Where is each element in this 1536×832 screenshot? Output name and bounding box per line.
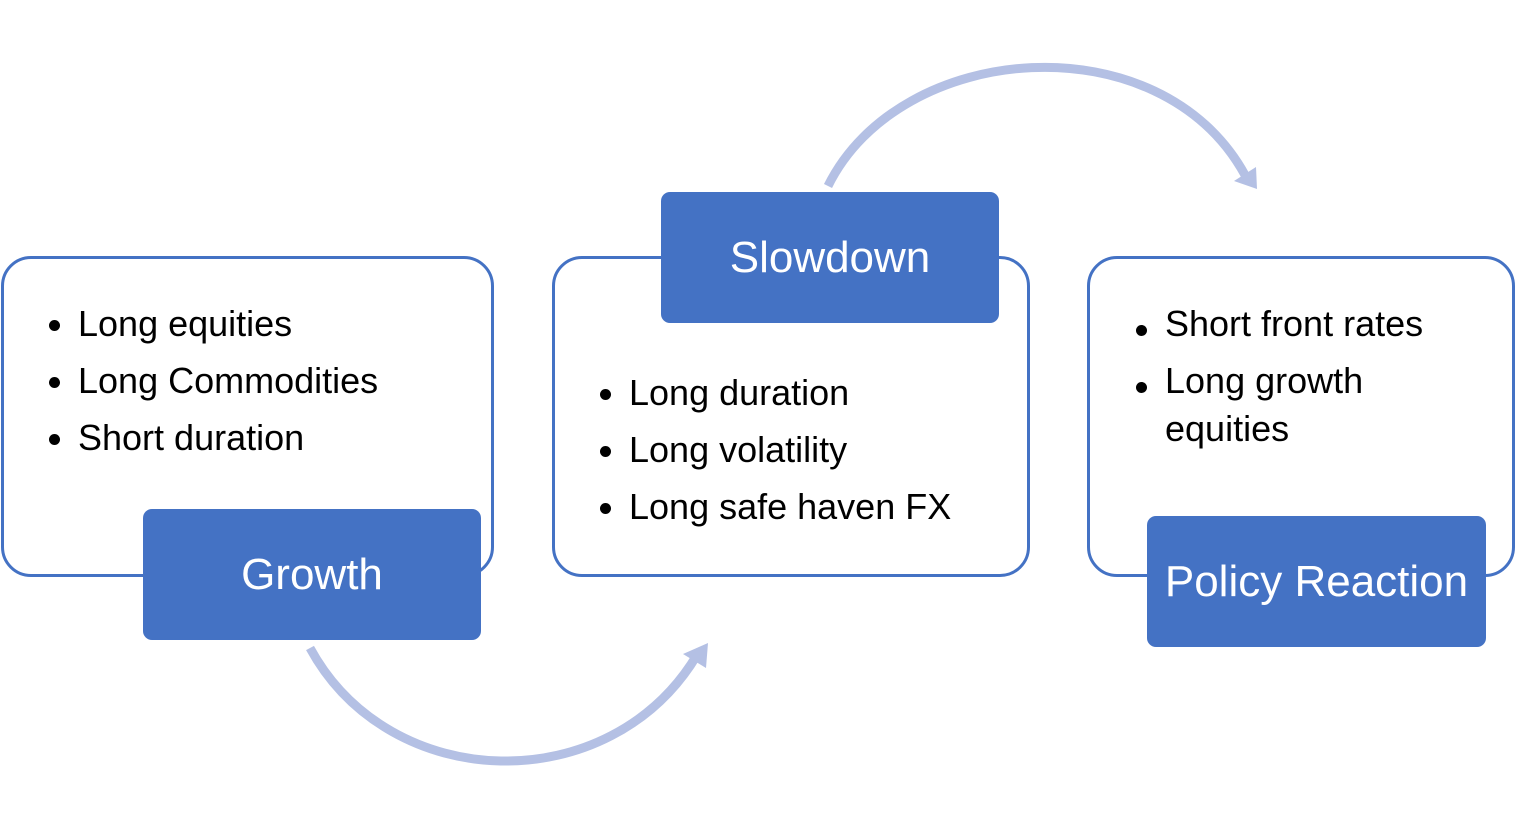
- growth-bullet-list: Long equities Long Commodities Short dur…: [46, 295, 378, 466]
- slowdown-label-box: Slowdown: [661, 192, 999, 323]
- growth-bullet-item: Long Commodities: [46, 352, 378, 409]
- policy-bullet-list: Short front rates Long growth equities: [1133, 300, 1453, 462]
- slowdown-label: Slowdown: [729, 232, 931, 282]
- policy-label: Policy Reaction: [1164, 556, 1469, 606]
- growth-label-box: Growth: [143, 509, 481, 640]
- policy-bullet-item: Short front rates: [1133, 300, 1453, 348]
- slowdown-bullet-list: Long duration Long volatility Long safe …: [597, 364, 951, 535]
- growth-bullet-item: Short duration: [46, 409, 378, 466]
- growth-to-slowdown-arrowhead: [683, 643, 708, 668]
- policy-bullet-item: Long growth equities: [1133, 357, 1453, 453]
- growth-bullet-item: Long equities: [46, 295, 378, 352]
- slowdown-bullet-item: Long volatility: [597, 421, 951, 478]
- growth-to-slowdown-arrow: [306, 645, 701, 766]
- slowdown-bullet-item: Long duration: [597, 364, 951, 421]
- slowdown-to-policy-arrowhead: [1234, 167, 1257, 189]
- slowdown-bullet-item: Long safe haven FX: [597, 478, 951, 535]
- growth-label: Growth: [241, 549, 383, 599]
- policy-label-box: Policy Reaction: [1147, 516, 1486, 647]
- slowdown-to-policy-arrow: [823, 62, 1249, 188]
